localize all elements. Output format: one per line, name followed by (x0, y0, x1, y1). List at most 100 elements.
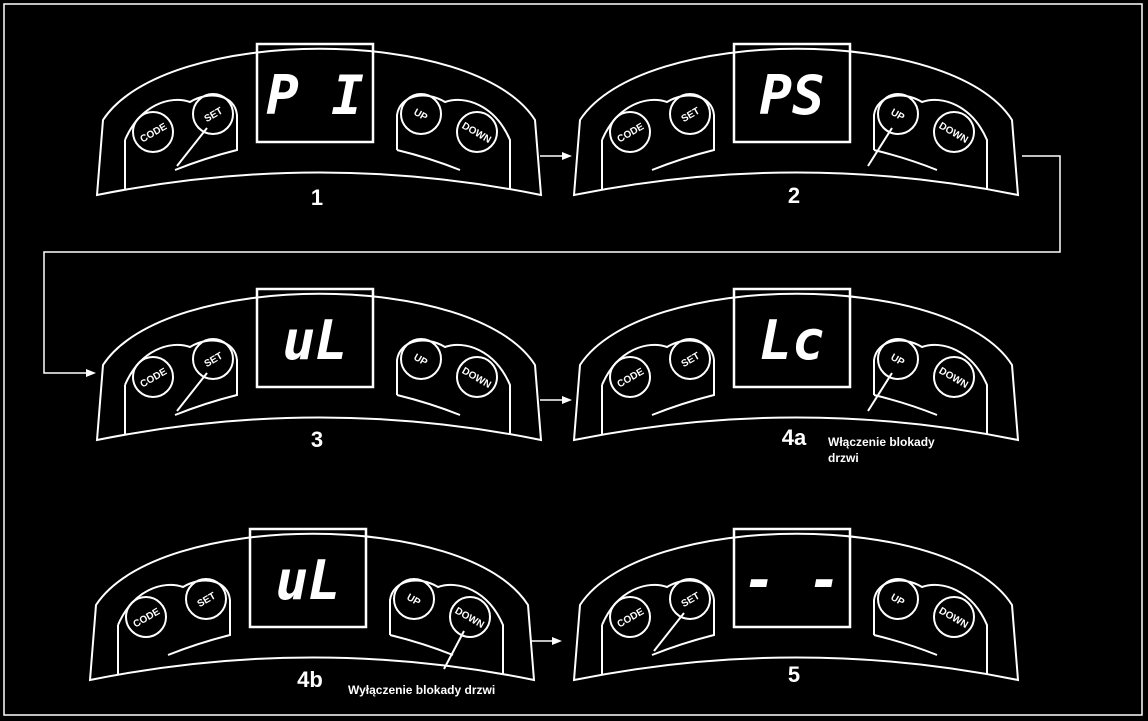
step-label-5: 5 (788, 662, 800, 687)
display-readout: PS (759, 64, 824, 127)
note-4a-line-2: drzwi (828, 451, 859, 465)
display-readout: - - (743, 549, 841, 612)
press-indicator (176, 127, 208, 167)
display-readout: uL (275, 549, 340, 612)
code-button[interactable]: CODE (125, 596, 167, 638)
up-button[interactable]: UP (877, 93, 919, 135)
left-button-pocket (601, 579, 715, 675)
display-window (255, 287, 375, 389)
panel-housing (95, 47, 543, 197)
press-indicator (176, 372, 208, 412)
set-button[interactable]: SET (192, 93, 234, 135)
display-window (255, 42, 375, 144)
panel-housing (88, 532, 536, 682)
right-button-pocket (873, 94, 988, 190)
down-button[interactable]: DOWN (449, 596, 491, 638)
flow-arrows (43, 152, 1061, 645)
step-label-3: 3 (311, 427, 323, 452)
up-button-label: UP (404, 592, 422, 609)
set-button[interactable]: SET (192, 338, 234, 380)
down-button[interactable]: DOWN (456, 111, 498, 153)
left-button-pocket (601, 339, 715, 435)
step-label-4b: 4b (297, 667, 323, 692)
set-button-label: SET (680, 351, 702, 370)
panel-housing (95, 292, 543, 442)
press-indicator (653, 612, 685, 652)
right-button-pocket (873, 339, 988, 435)
code-button-label: CODE (138, 121, 169, 145)
up-button[interactable]: UP (393, 578, 435, 620)
panel-2: PS CODE SET UP DOWN (572, 42, 1020, 197)
left-button-pocket (117, 579, 231, 675)
down-button[interactable]: DOWN (933, 596, 975, 638)
up-button-label: UP (888, 352, 906, 369)
display-readout: P I (266, 64, 364, 127)
up-button[interactable]: UP (400, 93, 442, 135)
panel-3: uL CODE SET UP DOWN (95, 287, 543, 442)
down-button-label: DOWN (937, 121, 970, 146)
set-button-label: SET (196, 591, 218, 610)
up-button[interactable]: UP (400, 338, 442, 380)
code-button-label: CODE (615, 606, 646, 630)
code-button-label: CODE (615, 366, 646, 390)
panel-housing (572, 292, 1020, 442)
set-button[interactable]: SET (669, 338, 711, 380)
set-button-label: SET (680, 591, 702, 610)
left-button-pocket (601, 94, 715, 190)
code-button[interactable]: CODE (132, 111, 174, 153)
panel-5: - - CODE SET UP DOWN (572, 527, 1020, 682)
up-button-label: UP (888, 107, 906, 124)
press-indicator (443, 630, 465, 670)
left-button-pocket (124, 94, 238, 190)
up-button[interactable]: UP (877, 338, 919, 380)
panel-4b: uL CODE SET UP DOWN (88, 527, 536, 682)
right-button-pocket (396, 339, 511, 435)
set-button[interactable]: SET (669, 93, 711, 135)
display-window (732, 287, 852, 389)
display-window (732, 527, 852, 629)
down-button-label: DOWN (460, 121, 493, 146)
down-button-label: DOWN (453, 606, 486, 631)
code-button[interactable]: CODE (609, 111, 651, 153)
press-indicator (867, 372, 893, 412)
down-button-label: DOWN (937, 366, 970, 391)
up-button[interactable]: UP (877, 578, 919, 620)
code-button-label: CODE (138, 366, 169, 390)
left-button-pocket (124, 339, 238, 435)
down-button[interactable]: DOWN (456, 356, 498, 398)
step-label-4a: 4a (782, 425, 807, 450)
set-button[interactable]: SET (669, 578, 711, 620)
display-readout: Lc (759, 309, 824, 372)
note-4b-line-1: Wyłączenie blokady drzwi (348, 683, 495, 697)
down-button[interactable]: DOWN (933, 111, 975, 153)
display-window (248, 527, 368, 629)
code-button-label: CODE (131, 606, 162, 630)
code-button-label: CODE (615, 121, 646, 145)
code-button[interactable]: CODE (609, 356, 651, 398)
up-button-label: UP (411, 352, 429, 369)
right-button-pocket (389, 579, 504, 675)
arrow-2-to-3 (43, 155, 1061, 374)
code-button[interactable]: CODE (132, 356, 174, 398)
up-button-label: UP (411, 107, 429, 124)
down-button[interactable]: DOWN (933, 356, 975, 398)
code-button[interactable]: CODE (609, 596, 651, 638)
step-label-2: 2 (788, 183, 800, 208)
panel-1: P I CODE SET UP DOWN (95, 42, 543, 197)
panel-housing (572, 47, 1020, 197)
down-button-label: DOWN (460, 366, 493, 391)
outer-frame (3, 3, 1143, 716)
note-4a-line-1: Włączenie blokady (828, 435, 935, 449)
set-button-label: SET (680, 106, 702, 125)
panel-housing (572, 532, 1020, 682)
up-button-label: UP (888, 592, 906, 609)
set-button[interactable]: SET (185, 578, 227, 620)
display-window (732, 42, 852, 144)
press-indicator (867, 127, 893, 167)
right-button-pocket (873, 579, 988, 675)
down-button-label: DOWN (937, 606, 970, 631)
display-readout: uL (282, 309, 347, 372)
